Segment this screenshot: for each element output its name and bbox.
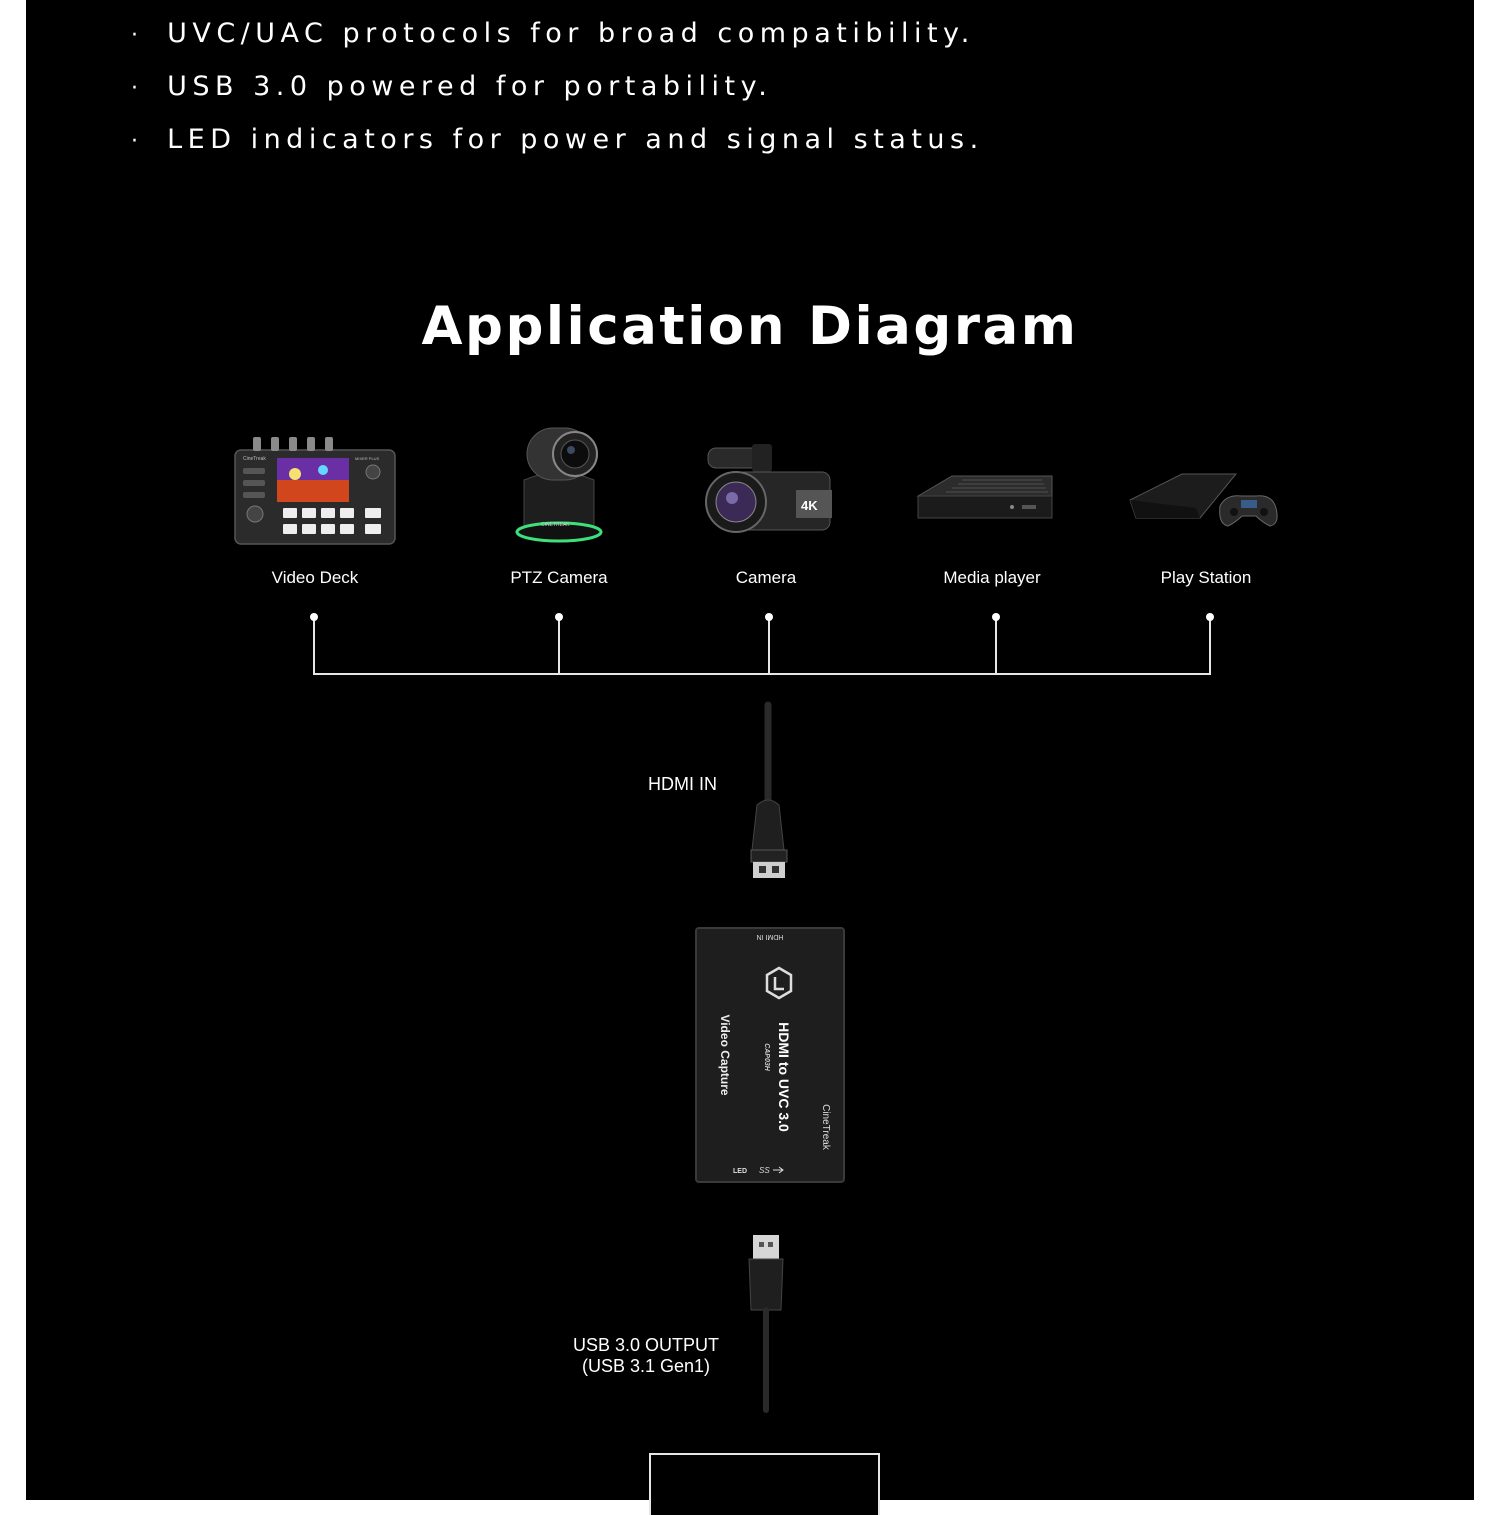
- capture-card-icon: HDMI IN HDMI to UVC 3.0 CAP03H Video Cap…: [695, 927, 845, 1183]
- hdmi-in-label: HDMI IN: [648, 774, 717, 794]
- device-label: Camera: [735, 568, 797, 587]
- feature-item: · UVC/UAC protocols for broad compatibil…: [131, 14, 984, 67]
- media-player-icon: [916, 475, 1053, 519]
- usb-cable-icon: [748, 1235, 784, 1413]
- device-media-player: Media player: [882, 410, 1102, 600]
- ptz-brand-text: CINETREAK: [541, 522, 570, 528]
- feature-item: · USB 3.0 powered for portability.: [131, 67, 984, 120]
- diagram-title: Application Diagram: [421, 296, 1079, 357]
- usb-output-line2: (USB 3.1 Gen1): [581, 1356, 711, 1376]
- bullet-icon: ·: [131, 76, 144, 101]
- device-video-deck: CineTreak MIXER PLUS Video Deck: [205, 410, 425, 600]
- capture-brand-text: CineTreak: [820, 1104, 831, 1151]
- usb-output-label: USB 3.0 OUTPUT (USB 3.1 Gen1): [566, 1335, 726, 1377]
- feature-list: · UVC/UAC protocols for broad compatibil…: [131, 14, 984, 173]
- feature-item: · LED indicators for power and signal st…: [131, 120, 984, 173]
- device-camera: 4K Camera: [656, 410, 876, 600]
- deck-model-text: MIXER PLUS: [355, 456, 380, 461]
- device-label: PTZ Camera: [510, 568, 608, 587]
- capture-model-text: CAP03H: [763, 1043, 770, 1072]
- feature-text: UVC/UAC protocols for broad compatibilit…: [167, 18, 975, 49]
- camcorder-icon: 4K: [705, 444, 832, 533]
- device-label: Media player: [943, 568, 1041, 587]
- camera-4k-badge: 4K: [801, 498, 818, 513]
- capture-card: HDMI IN HDMI to UVC 3.0 CAP03H Video Cap…: [695, 927, 845, 1183]
- diagram-panel: · UVC/UAC protocols for broad compatibil…: [26, 0, 1474, 1515]
- feature-text: LED indicators for power and signal stat…: [167, 124, 984, 155]
- capture-port-label: HDMI IN: [757, 933, 784, 940]
- usb-output-line1: USB 3.0 OUTPUT: [572, 1335, 720, 1355]
- device-label: Play Station: [1160, 568, 1252, 587]
- device-ptz-camera: CINETREAK PTZ Camera: [449, 410, 669, 600]
- ptz-camera-icon: CINETREAK: [515, 427, 603, 543]
- bullet-icon: ·: [131, 23, 144, 48]
- device-label: Video Deck: [271, 568, 359, 587]
- capture-led-label: LED: [733, 1168, 747, 1175]
- feature-text: USB 3.0 powered for portability.: [167, 71, 773, 102]
- game-console-icon: [1129, 473, 1278, 527]
- capture-usb-label: SS: [759, 1166, 770, 1175]
- video-deck-icon: CineTreak MIXER PLUS: [234, 437, 396, 545]
- capture-subtitle-text: Video Capture: [718, 1014, 732, 1095]
- deck-brand-text: CineTreak: [243, 456, 266, 462]
- hdmi-cable-icon: [750, 701, 788, 878]
- connector-lines: [310, 613, 1214, 1413]
- device-play-station: Play Station: [1096, 410, 1316, 600]
- bullet-icon: ·: [131, 129, 144, 154]
- capture-product-text: HDMI to UVC 3.0: [776, 1022, 792, 1132]
- computer-screen-outline: [649, 1453, 880, 1515]
